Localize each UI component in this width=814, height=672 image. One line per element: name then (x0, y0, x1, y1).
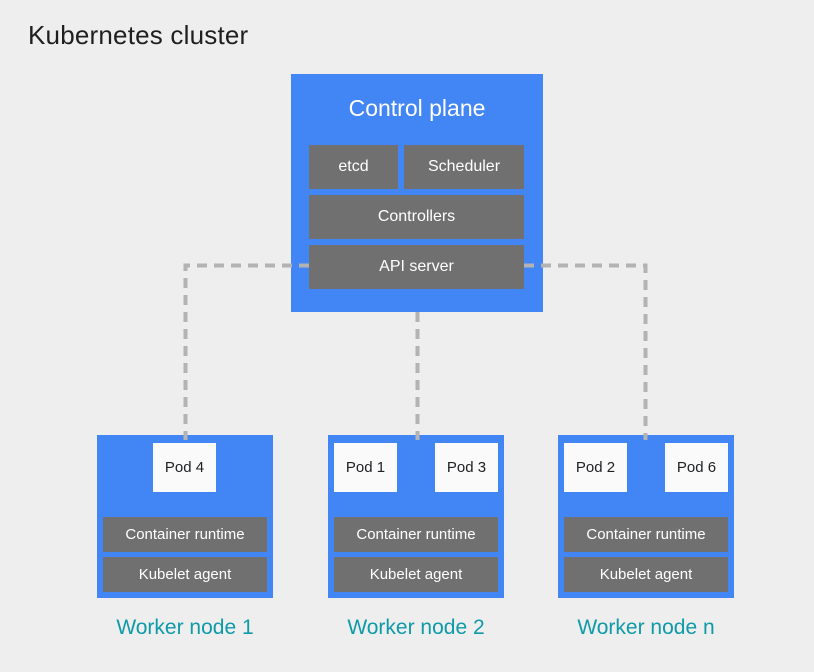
pod-box: Pod 3 (435, 443, 498, 492)
container-runtime-box: Container runtime (334, 517, 498, 552)
kubelet-agent-box: Kubelet agent (334, 557, 498, 592)
pod-box: Pod 1 (334, 443, 397, 492)
kubelet-agent-box: Kubelet agent (564, 557, 728, 592)
pod-box: Pod 6 (665, 443, 728, 492)
etcd-box: etcd (309, 145, 398, 189)
scheduler-box: Scheduler (404, 145, 524, 189)
container-runtime-box: Container runtime (564, 517, 728, 552)
control-plane-box: Control plane etcd Scheduler Controllers… (291, 74, 543, 312)
worker-node-n-box: Pod 2 Pod 6 Container runtime Kubelet ag… (558, 435, 734, 598)
worker-node-1-label: Worker node 1 (116, 616, 254, 639)
kubelet-agent-box: Kubelet agent (103, 557, 267, 592)
container-runtime-box: Container runtime (103, 517, 267, 552)
worker-node-n-label: Worker node n (577, 616, 715, 639)
worker-node-2-label: Worker node 2 (347, 616, 485, 639)
control-plane-title: Control plane (348, 95, 486, 121)
diagram-title: Kubernetes cluster (28, 20, 249, 50)
worker-node-1-box: Pod 4 Container runtime Kubelet agent (97, 435, 273, 598)
pod-box: Pod 4 (153, 443, 216, 492)
pod-box: Pod 2 (564, 443, 627, 492)
controllers-box: Controllers (309, 195, 524, 239)
worker-node-2-box: Pod 1 Pod 3 Container runtime Kubelet ag… (328, 435, 504, 598)
api-server-box: API server (309, 245, 524, 289)
